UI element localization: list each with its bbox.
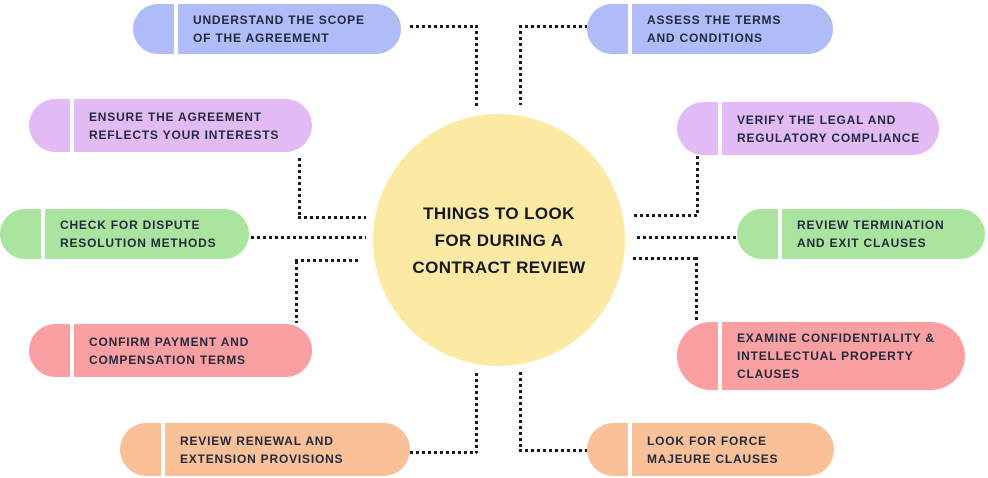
connector-assess-terms-v — [519, 25, 522, 105]
pill-label: CHECK FOR DISPUTE RESOLUTION METHODS — [60, 218, 217, 250]
connector-confirm-payment-h — [295, 259, 360, 262]
pill-check-dispute: CHECK FOR DISPUTE RESOLUTION METHODS — [0, 209, 249, 259]
connector-examine-confidentiality-v — [695, 257, 698, 322]
pill-label: LOOK FOR FORCE MAJEURE CLAUSES — [647, 433, 779, 466]
connector-review-termination-h — [637, 236, 737, 239]
center-circle: THINGS TO LOOK FOR DURING A CONTRACT REV… — [373, 114, 625, 366]
connector-look-force-majeure-v — [519, 372, 522, 452]
pill-verify-compliance: VERIFY THE LEGAL AND REGULATORY COMPLIAN… — [677, 102, 939, 155]
pill-confirm-payment: CONFIRM PAYMENT AND COMPENSATION TERMS — [29, 324, 312, 377]
connector-verify-compliance-h — [634, 214, 698, 217]
pill-label: ASSESS THE TERMS AND CONDITIONS — [647, 13, 782, 45]
connector-verify-compliance-v — [696, 156, 699, 216]
pill-label: CONFIRM PAYMENT AND COMPENSATION TERMS — [89, 334, 250, 367]
connector-confirm-payment-v — [295, 261, 298, 323]
pill-review-renewal: REVIEW RENEWAL AND EXTENSION PROVISIONS — [120, 423, 410, 476]
pill-examine-confidentiality: EXAMINE CONFIDENTIALITY & INTELLECTUAL P… — [677, 322, 965, 390]
pill-label: VERIFY THE LEGAL AND REGULATORY COMPLIAN… — [737, 112, 921, 145]
center-title: THINGS TO LOOK FOR DURING A CONTRACT REV… — [412, 203, 586, 277]
connector-understand-scope-v — [475, 25, 478, 107]
pill-label: UNDERSTAND THE SCOPE OF THE AGREEMENT — [193, 13, 365, 45]
pill-ensure-interests: ENSURE THE AGREEMENT REFLECTS YOUR INTER… — [29, 99, 312, 152]
connector-review-renewal-v — [475, 373, 478, 453]
connector-ensure-interests-v — [298, 158, 301, 218]
pill-label: REVIEW TERMINATION AND EXIT CLAUSES — [797, 218, 945, 250]
pill-assess-terms: ASSESS THE TERMS AND CONDITIONS — [587, 4, 833, 54]
connector-assess-terms-h — [519, 25, 587, 28]
connector-ensure-interests-h — [298, 216, 366, 219]
pill-look-force-majeure: LOOK FOR FORCE MAJEURE CLAUSES — [587, 423, 834, 476]
pill-label: EXAMINE CONFIDENTIALITY & INTELLECTUAL P… — [737, 331, 935, 381]
connector-understand-scope-h — [410, 25, 478, 28]
pill-understand-scope: UNDERSTAND THE SCOPE OF THE AGREEMENT — [133, 4, 401, 54]
pill-review-termination: REVIEW TERMINATION AND EXIT CLAUSES — [737, 209, 985, 259]
connector-review-renewal-h — [410, 451, 477, 454]
connector-examine-confidentiality-h — [633, 257, 698, 260]
connector-look-force-majeure-h — [519, 449, 587, 452]
pill-label: REVIEW RENEWAL AND EXTENSION PROVISIONS — [180, 433, 344, 466]
pill-label: ENSURE THE AGREEMENT REFLECTS YOUR INTER… — [89, 109, 280, 142]
connector-check-dispute-h — [251, 236, 366, 239]
